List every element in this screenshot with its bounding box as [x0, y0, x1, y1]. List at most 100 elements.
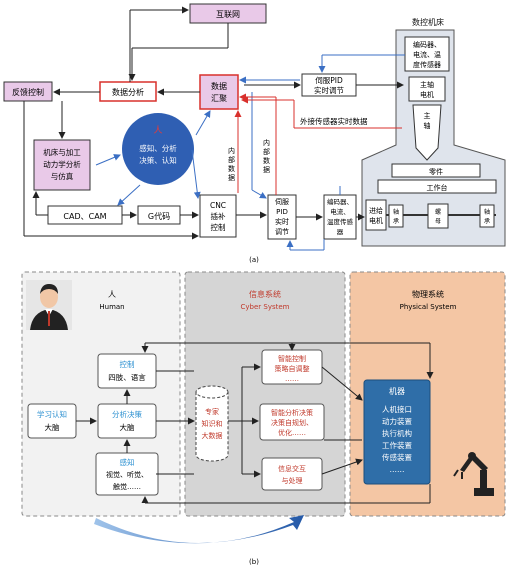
smart-analysis-box	[259, 403, 325, 441]
bearing-left-l2: 承	[393, 217, 399, 225]
machine-l4: 工作装置	[382, 440, 412, 450]
human-panel-subtitle: Human	[99, 303, 124, 311]
encoder-bottom-l4: 器	[337, 228, 344, 236]
expert-l2: 知识和	[202, 419, 223, 428]
mt-encoder-l2: 电流、温	[413, 50, 441, 59]
learn-title: 学习认知	[37, 409, 67, 419]
bearing-right-l1: 轴	[484, 208, 490, 216]
svg-text:据: 据	[263, 165, 270, 174]
encoder-bottom-l2: 电流、	[330, 207, 350, 216]
nut-l2: 母	[435, 218, 441, 225]
machine-l2: 动力装置	[382, 416, 412, 426]
machine-analysis-l3: 与仿真	[51, 171, 74, 181]
learn-body: 大脑	[45, 422, 60, 432]
svg-text:数: 数	[228, 164, 235, 173]
part-b-connectors	[76, 342, 434, 504]
mt-encoder-l1: 编码器、	[413, 40, 441, 49]
svg-text:部: 部	[263, 147, 270, 156]
analysis-body: 大脑	[120, 422, 135, 432]
data-gather-box	[199, 74, 239, 110]
spindle-l1: 主	[424, 111, 431, 120]
machine-l6: ……	[390, 465, 405, 474]
expert-l1: 专家	[205, 407, 219, 416]
encoder-bottom-l3: 温度传感	[327, 217, 354, 226]
internet-label: 互联网	[216, 10, 240, 19]
internal-data-left-label: 内 部 数 据	[228, 146, 235, 182]
person-avatar-icon	[26, 280, 72, 330]
part-box	[391, 163, 481, 178]
encoder-bottom-box	[323, 194, 357, 240]
servo-bottom-l4: 调节	[275, 227, 289, 236]
human-panel-title: 人	[108, 290, 116, 299]
machine-l3: 执行机构	[382, 428, 412, 438]
servo-top-l2: 实时调节	[314, 85, 344, 95]
servo-bottom-l2: PID	[276, 208, 288, 216]
cnc-box	[199, 194, 237, 238]
smart-control-l2: 策略自调整	[275, 364, 310, 373]
smart-analysis-l1: 智能分析决策	[271, 408, 313, 417]
data-analysis-label: 数据分析	[112, 87, 144, 97]
spindle-motor-l1: 主轴	[420, 80, 434, 89]
human-circle-title: 人	[153, 125, 162, 136]
cad-cam-label: CAD、CAM	[63, 212, 106, 221]
svg-text:据: 据	[228, 173, 235, 182]
bearing-left-l1: 轴	[393, 208, 399, 216]
gcode-label: G代码	[148, 211, 170, 221]
encoder-bottom-l1: 编码器、	[327, 197, 353, 206]
spindle-motor-l2: 电机	[420, 90, 434, 99]
info-exchange-l2: 与处理	[282, 476, 303, 485]
smart-analysis-l3: 优化……	[278, 428, 306, 437]
info-exchange-l1: 信息交互	[278, 464, 306, 473]
feed-motor-box	[365, 199, 387, 231]
machine-box	[363, 379, 431, 485]
mt-encoder-box	[404, 36, 450, 72]
svg-text:数: 数	[263, 156, 270, 165]
part-label: 零件	[429, 167, 443, 176]
analysis-title: 分析决策	[112, 409, 142, 419]
control-title: 控制	[120, 359, 135, 369]
part-a: 数控机床 编码器、 电流、温 度传感器 主轴 电机 主 轴 零件 工作台 进给 …	[3, 3, 506, 264]
bearing-left-box	[388, 204, 404, 228]
data-gather-l2: 汇聚	[211, 94, 227, 103]
machine-title: 机器	[389, 386, 405, 396]
cnc-l1: CNC	[210, 201, 226, 210]
table-box	[377, 179, 497, 194]
spindle-l2: 轴	[424, 121, 431, 130]
robot-arm-icon	[453, 452, 494, 496]
svg-text:部: 部	[228, 155, 235, 164]
machine-analysis-box	[33, 139, 91, 191]
spindle-motor-box	[408, 76, 446, 102]
human-circle-l1: 感知、分析	[139, 143, 177, 153]
data-gather-l1: 数据	[211, 81, 227, 91]
bearing-right-l2: 承	[484, 217, 490, 225]
cyber-panel-title: 信息系统	[249, 289, 281, 299]
perception-body-l1: 视觉、听觉、	[106, 470, 148, 479]
servo-top-l1: 伺服PID	[315, 75, 343, 85]
feed-motor-l1: 进给	[369, 206, 383, 215]
human-circle-l2: 决策、认知	[139, 155, 177, 165]
caption-b: (b)	[249, 558, 259, 566]
info-exchange-box	[261, 457, 323, 491]
feedback-arc-arrow	[94, 515, 304, 544]
servo-bottom-l3: 实时	[275, 217, 289, 226]
smart-analysis-l2: 决策自规划、	[271, 418, 313, 427]
table-label: 工作台	[427, 183, 448, 192]
perception-title: 感知	[120, 457, 135, 467]
expert-database: 专家 知识和 大数据	[195, 385, 229, 462]
physical-panel-title: 物理系统	[412, 289, 444, 299]
physical-panel-subtitle: Physical System	[400, 303, 457, 311]
smart-control-l1: 智能控制	[278, 354, 306, 363]
feedback-control-box	[3, 81, 53, 102]
feed-motor-l2: 电机	[369, 216, 383, 225]
cnc-l3: 控制	[211, 222, 226, 232]
machine-l1: 人机接口	[382, 404, 412, 414]
part-b: 人 Human 信息系统 Cyber System 物理系统 Physical …	[21, 271, 506, 566]
machine-tool-title: 数控机床	[412, 17, 444, 27]
control-body: 四肢、语言	[108, 372, 146, 382]
external-sensor-label: 外接传感器实时数据	[300, 116, 368, 126]
internal-data-mid-label: 内 部 数 据	[263, 138, 270, 174]
feedback-control-label: 反馈控制	[12, 87, 44, 97]
bearing-right-box	[479, 204, 495, 228]
machine-analysis-l1: 机床与加工	[43, 147, 81, 157]
